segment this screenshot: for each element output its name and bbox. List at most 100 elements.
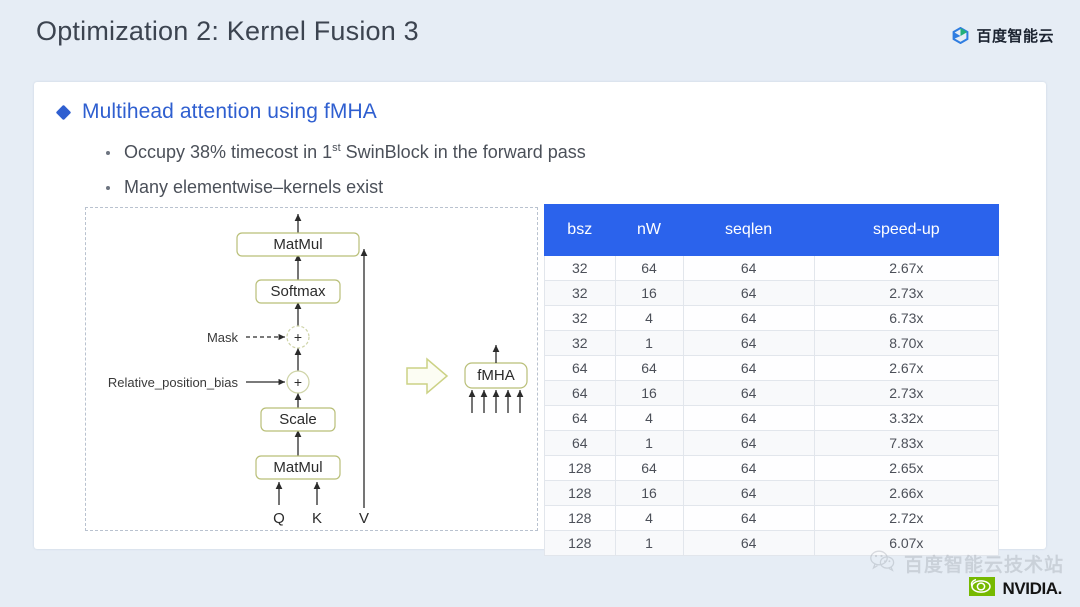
cell-seqlen: 64 (682, 405, 815, 431)
page-title: Optimization 2: Kernel Fusion 3 (36, 16, 419, 46)
cell-nw: 64 (614, 355, 684, 381)
fmha-fusion-diagram: MatMul Softmax + Mask + Relative_positio… (85, 207, 538, 531)
column-header-seqlen[interactable]: seqlen (682, 204, 815, 256)
cell-bsz: 32 (544, 305, 616, 331)
svg-text:MatMul: MatMul (273, 236, 322, 253)
cell-nw: 16 (614, 280, 684, 306)
cell-nw: 1 (614, 430, 684, 456)
watermark: 百度智能云技术站 (870, 550, 1064, 577)
cell-seqlen: 64 (682, 480, 815, 506)
section-heading: Multihead attention using fMHA (55, 100, 377, 124)
cell-seqlen: 64 (682, 280, 815, 306)
cell-bsz: 128 (544, 455, 616, 481)
cell-speed-up: 2.72x (813, 505, 1000, 531)
cell-bsz: 64 (544, 380, 616, 406)
cell-bsz: 64 (544, 405, 616, 431)
cell-speed-up: 3.32x (813, 405, 1000, 431)
nvidia-eye-logo-icon (969, 577, 996, 601)
brand-name: 百度智能云 (976, 28, 1054, 45)
cell-speed-up: 2.73x (813, 380, 1000, 406)
svg-text:fMHA: fMHA (477, 367, 515, 384)
cell-seqlen: 64 (682, 330, 815, 356)
cell-nw: 1 (614, 530, 684, 556)
cell-speed-up: 2.67x (813, 355, 1000, 381)
cell-seqlen: 64 (682, 505, 815, 531)
node-matmul-bottom (255, 455, 341, 480)
list-item: Many elementwise–kernels exist (106, 175, 586, 199)
cell-seqlen: 64 (682, 530, 815, 556)
node-softmax (255, 279, 341, 304)
list-item: Occupy 38% timecost in 1st SwinBlock in … (106, 140, 586, 164)
cell-nw: 64 (614, 455, 684, 481)
cell-bsz: 128 (544, 530, 616, 556)
cell-speed-up: 6.07x (813, 530, 1000, 556)
cell-seqlen: 64 (682, 305, 815, 331)
cell-bsz: 64 (544, 430, 616, 456)
cell-speed-up: 2.65x (813, 455, 1000, 481)
cell-seqlen: 64 (682, 380, 815, 406)
cell-bsz: 128 (544, 505, 616, 531)
bullet-text: Occupy 38% timecost in 1st SwinBlock in … (124, 142, 586, 162)
node-add-mask (286, 325, 310, 349)
column-header-speed-up[interactable]: speed-up (813, 204, 1000, 256)
cell-speed-up: 6.73x (813, 305, 1000, 331)
nvidia-wordmark: NVIDIA. (1002, 579, 1062, 598)
nvidia-logo: NVIDIA. (969, 577, 1062, 601)
section-heading-label: Multihead attention using fMHA (82, 100, 377, 123)
label-k: K (312, 510, 322, 527)
bullet-list: Occupy 38% timecost in 1st SwinBlock in … (106, 140, 586, 211)
cell-speed-up: 8.70x (813, 330, 1000, 356)
cell-nw: 4 (614, 505, 684, 531)
brand-logo: 百度智能云 (952, 25, 1054, 46)
diagram-svg: MatMul Softmax + Mask + Relative_positio… (108, 214, 528, 527)
cell-seqlen: 64 (682, 455, 815, 481)
right-arrow-icon (406, 357, 449, 395)
diamond-bullet-icon (55, 104, 72, 120)
label-mask: Mask (207, 330, 239, 345)
svg-text:Softmax: Softmax (270, 283, 326, 300)
label-v: V (359, 510, 369, 527)
bullet-text: Many elementwise–kernels exist (124, 177, 384, 198)
cell-speed-up: 2.66x (813, 480, 1000, 506)
baidu-cloud-logo-icon (952, 26, 969, 45)
cell-speed-up: 2.67x (813, 255, 1000, 281)
cell-bsz: 128 (544, 480, 616, 506)
cell-nw: 4 (614, 305, 684, 331)
column-header-nw[interactable]: nW (614, 204, 684, 256)
label-q: Q (273, 510, 285, 527)
cell-nw: 4 (614, 405, 684, 431)
table-header-row: bsz nW seqlen speed-up (544, 204, 1000, 256)
svg-text:+: + (294, 329, 302, 345)
label-relative-position-bias: Relative_position_bias (108, 375, 239, 390)
cell-nw: 64 (614, 255, 684, 281)
cell-seqlen: 64 (682, 255, 815, 281)
svg-text:Scale: Scale (279, 411, 317, 428)
bullet-dot-icon (106, 186, 110, 191)
svg-text:MatMul: MatMul (273, 459, 322, 476)
column-header-bsz[interactable]: bsz (544, 204, 616, 256)
cell-nw: 16 (614, 480, 684, 506)
svg-text:+: + (294, 374, 302, 390)
cell-nw: 1 (614, 330, 684, 356)
cell-speed-up: 2.73x (813, 280, 1000, 306)
cell-bsz: 32 (544, 255, 616, 281)
cell-nw: 16 (614, 380, 684, 406)
watermark-text: 百度智能云技术站 (903, 555, 1064, 576)
cell-bsz: 64 (544, 355, 616, 381)
cell-seqlen: 64 (682, 430, 815, 456)
bullet-dot-icon (106, 151, 110, 155)
